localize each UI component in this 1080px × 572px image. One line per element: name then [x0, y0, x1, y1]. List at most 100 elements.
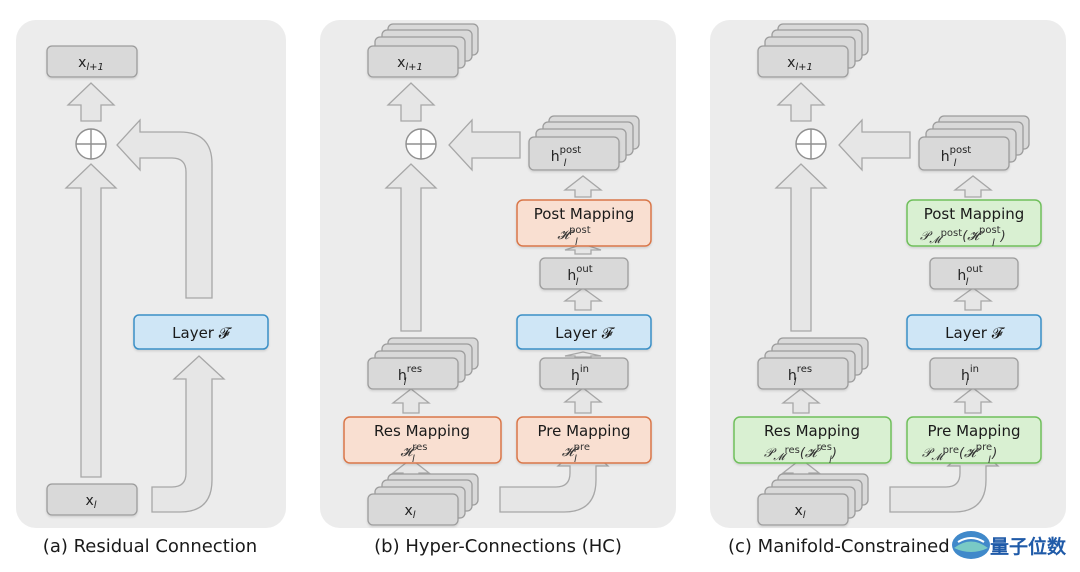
sum-icon	[405, 128, 437, 160]
h-in-label: h	[961, 368, 970, 384]
input-stack: xl	[757, 473, 869, 526]
res-mapping-node: Res Mapping 𝓗res l	[343, 416, 502, 465]
h-res-superscript: res	[407, 364, 422, 375]
panel-manifold-constrained: xl+1 hpost l Post Mapping 𝒫𝓜post(𝓗post) …	[710, 20, 1066, 557]
arrow-up-icon	[952, 287, 994, 311]
res-mapping-close: )	[831, 446, 837, 461]
res-mapping-sup: res	[412, 442, 427, 453]
svg-text:hpost: hpost	[941, 145, 972, 165]
output-label: x	[78, 55, 86, 71]
pre-mapping-close: )	[991, 446, 997, 461]
post-mapping-sub: l	[992, 238, 995, 249]
svg-text:hres: hres	[398, 364, 422, 384]
layer-node: Layer 𝓕	[133, 314, 269, 350]
arrow-up-icon	[776, 82, 826, 122]
arrow-up-icon	[564, 351, 602, 358]
res-mapping-inner: (𝓗	[800, 446, 822, 461]
panel-b-caption: (b) Hyper-Connections (HC)	[374, 536, 622, 557]
svg-text:hin: hin	[961, 364, 979, 384]
res-mapping-title: Res Mapping	[764, 422, 860, 440]
pre-mapping-node: Pre Mapping 𝒫𝓜pre(𝓗pre) l	[906, 416, 1042, 466]
res-mapping-sup: res	[817, 442, 832, 453]
post-mapping-node: Post Mapping 𝓗post l	[516, 199, 652, 248]
h-in-subscript: l	[576, 377, 579, 388]
res-mapping-node: Res Mapping 𝒫𝓜res(𝓗res) l	[733, 416, 892, 466]
h-res-label: h	[788, 368, 797, 384]
panel-c-caption: (c) Manifold-Constrained	[728, 536, 950, 557]
h-post-subscript: l	[564, 158, 567, 169]
h-in-superscript: in	[970, 364, 979, 375]
arrow-left-icon	[838, 118, 911, 172]
layer-node: Layer 𝓕	[906, 314, 1042, 350]
post-mapping-sub: l	[575, 237, 578, 248]
arrow-up-icon	[563, 175, 603, 198]
panel-hyper-connections: xl+1 hpost l Post Mapping 𝓗post l hout l	[320, 20, 676, 557]
watermark-text: 量子位数	[990, 535, 1067, 558]
projection-sup: pre	[943, 445, 959, 456]
h-out-node: hout l	[539, 257, 629, 290]
projection-sub: 𝓜	[773, 452, 788, 463]
input-label: x	[404, 503, 412, 519]
watermark: 量子位数	[952, 531, 1067, 559]
arrow-up-icon	[564, 243, 602, 255]
svg-text:xl+1: xl+1	[787, 55, 813, 73]
layer-label: Layer 𝓕	[555, 324, 616, 342]
arrow-up-icon	[562, 287, 604, 311]
h-out-node: hout l	[929, 257, 1019, 290]
input-label: x	[794, 503, 802, 519]
h-post-superscript: post	[950, 145, 972, 156]
input-label: x	[85, 493, 93, 509]
svg-text:xl+1: xl+1	[397, 55, 423, 73]
arrow-up-icon	[774, 163, 828, 332]
h-out-superscript: out	[966, 264, 982, 275]
arrow-curve-icon	[116, 118, 213, 299]
h-post-subscript: l	[954, 158, 957, 169]
h-post-superscript: post	[560, 145, 582, 156]
post-mapping-title: Post Mapping	[534, 205, 635, 223]
arrow-up-icon	[64, 163, 118, 478]
h-post-stack: hpost l	[918, 115, 1030, 171]
panel-a-background	[16, 20, 286, 528]
output-label: x	[397, 55, 405, 71]
arrow-left-icon	[448, 118, 521, 172]
svg-text:𝒫𝓜res(𝓗res): 𝒫𝓜res(𝓗res)	[764, 442, 837, 463]
output-stack: xl+1	[367, 23, 479, 78]
res-mapping-sub: l	[412, 454, 415, 465]
svg-text:hin: hin	[571, 364, 589, 384]
h-res-stack: hres l	[757, 337, 869, 390]
h-res-superscript: res	[797, 364, 812, 375]
h-post-label: h	[551, 149, 560, 165]
h-post-label: h	[941, 149, 950, 165]
input-subscript: l	[413, 510, 416, 521]
panel-a-caption: (a) Residual Connection	[43, 536, 257, 557]
pre-mapping-sup: pre	[574, 442, 590, 453]
pre-mapping-inner: (𝓗	[959, 446, 981, 461]
h-out-superscript: out	[576, 264, 592, 275]
h-in-subscript: l	[966, 377, 969, 388]
svg-text:xl: xl	[794, 503, 805, 521]
h-in-label: h	[571, 368, 580, 384]
h-res-subscript: l	[794, 377, 797, 388]
layer-label: Layer 𝓕	[945, 324, 1006, 342]
h-out-subscript: l	[576, 277, 579, 288]
projection-sup: res	[785, 445, 800, 456]
pre-mapping-sup: pre	[976, 442, 992, 453]
h-in-node: hin l	[539, 357, 629, 390]
arrow-up-icon	[953, 387, 993, 414]
svg-text:xl+1: xl+1	[78, 55, 104, 73]
svg-text:xl: xl	[85, 493, 96, 511]
arrow-up-icon	[66, 82, 116, 122]
input-subscript: l	[803, 510, 806, 521]
post-mapping-sup: post	[569, 225, 591, 236]
projection-sub: 𝓜	[929, 235, 944, 246]
arrow-up-icon	[386, 82, 436, 122]
h-post-stack: hpost l	[528, 115, 640, 171]
sum-icon	[75, 128, 107, 160]
h-in-superscript: in	[580, 364, 589, 375]
svg-text:hpost: hpost	[551, 145, 582, 165]
arrow-up-icon	[563, 387, 603, 414]
input-subscript: l	[94, 500, 97, 511]
output-subscript: l+1	[405, 62, 423, 73]
arrow-up-icon	[781, 388, 821, 414]
